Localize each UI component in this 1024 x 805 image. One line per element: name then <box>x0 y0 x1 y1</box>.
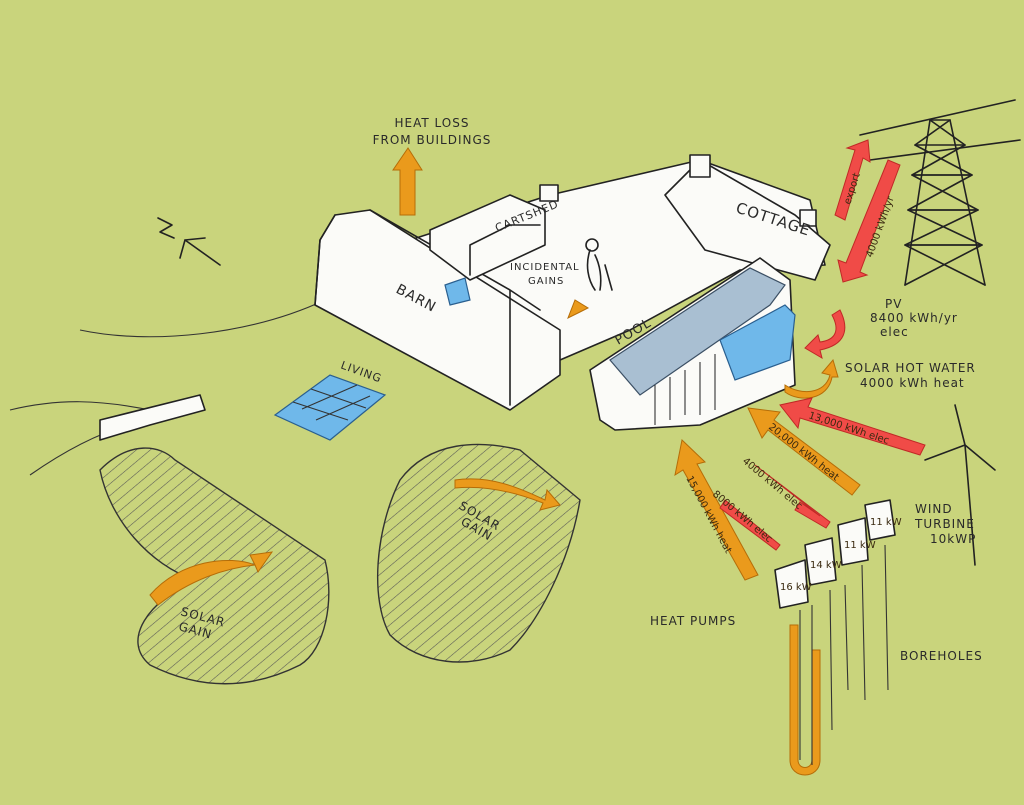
cartshed <box>429 194 546 281</box>
garden-left <box>99 394 330 685</box>
boreholes-label: BOREHOLES <box>900 649 983 663</box>
living-glazing <box>273 374 387 441</box>
hp-unit-label: 14 kW <box>810 560 842 571</box>
solar-hot-water-label: SOLAR HOT WATER <box>845 361 976 375</box>
heat-loss-label: HEAT LOSS <box>395 116 470 130</box>
wind-turbine-icon <box>924 404 996 566</box>
import-arrow <box>837 159 901 283</box>
incidental-gains-label-2: GAINS <box>528 276 564 287</box>
solar-gain-arrow-center <box>454 478 561 511</box>
heat-pump-unit <box>774 559 809 609</box>
heat-pumps-label: HEAT PUMPS <box>650 614 736 628</box>
pv-unit: elec <box>880 325 909 339</box>
export-arrow <box>834 139 871 221</box>
hp-heat-arrow-2 <box>747 407 861 496</box>
heat-pump-labels: 11 kW 11 kW 14 kW 16 kW <box>780 517 902 593</box>
heat-pump-unit <box>864 499 896 541</box>
hp-unit-label: 16 kW <box>780 582 812 593</box>
borehole-loop <box>789 624 821 776</box>
wind-turbine-label: WIND <box>915 502 953 516</box>
heat-loss-label-2: FROM BUILDINGS <box>373 133 492 147</box>
pv-array <box>609 267 786 396</box>
hp-elec-text-1: 4000 kWh elec <box>740 456 804 512</box>
hp-unit-label: 11 kW <box>870 517 902 528</box>
electricity-pylon-icon <box>859 99 1021 286</box>
pv-label: PV <box>885 297 902 311</box>
wind-power-arrow <box>779 397 926 456</box>
electric-arrows <box>719 139 926 551</box>
rooflight <box>444 277 471 306</box>
heat-loss-arrow <box>392 147 423 216</box>
heat-pump-unit <box>804 537 837 586</box>
heat-pump-units <box>774 499 896 765</box>
terrace-wall <box>99 394 206 441</box>
building-complex <box>273 154 831 441</box>
north-arrow-icon <box>157 217 221 266</box>
hp-unit-label: 11 kW <box>844 540 876 551</box>
wind-turbine-capacity: 10kWP <box>930 532 976 546</box>
wind-turbine-label-2: TURBINE <box>914 517 975 531</box>
hp-heat-text-2: 20,000 kWh heat <box>766 422 841 484</box>
pv-output: 8400 kWh/yr <box>870 311 958 325</box>
solar-gain-arrow-left <box>149 551 274 606</box>
garden-center <box>377 443 581 663</box>
heat-pump-unit <box>837 517 869 566</box>
wind-power-text: 13,000 kWh elec <box>807 410 890 446</box>
solar-thermal-panels <box>719 304 796 381</box>
incidental-gains-label: INCIDENTAL <box>510 262 580 273</box>
solar-hot-water-output: 4000 kWh heat <box>860 376 965 390</box>
hp-heat-arrow-1 <box>674 439 759 581</box>
